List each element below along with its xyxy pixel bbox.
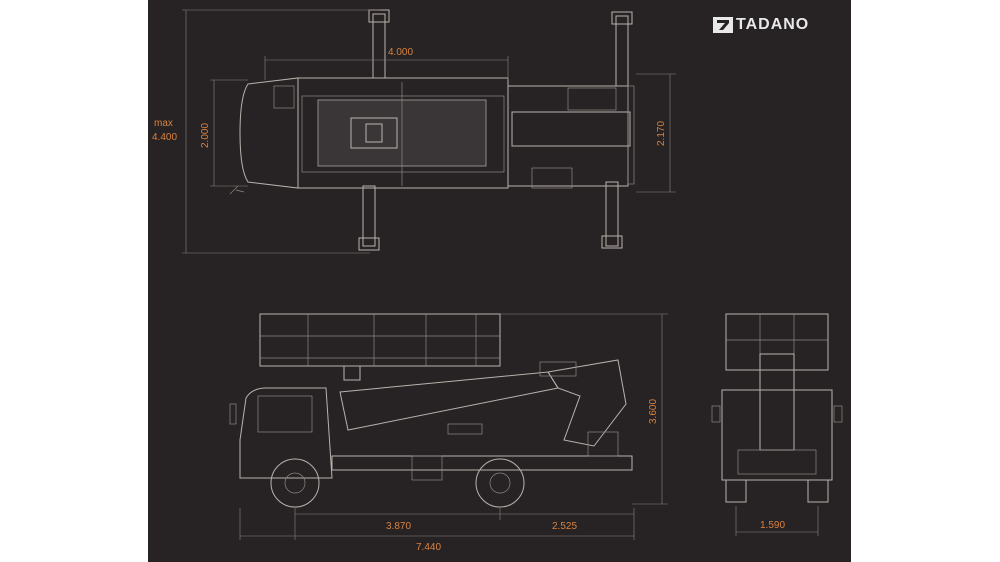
rear-mirror-right [833, 405, 843, 423]
outrigger-rear-bottom [605, 181, 619, 247]
rear-wheel-right [807, 479, 829, 503]
platform-mesh [301, 95, 505, 173]
hatch-door [365, 123, 383, 143]
rear-bumper [627, 85, 635, 185]
boom-head [539, 361, 577, 377]
dim-max-value: 4.400 [152, 132, 177, 143]
dim-side-rear: 2.525 [552, 521, 577, 532]
mirror [229, 185, 245, 195]
dim-side-height: 3.600 [648, 399, 659, 424]
boom [339, 371, 559, 431]
side-view-dimensions [239, 313, 668, 540]
front-wheel [270, 458, 320, 508]
chassis [331, 455, 633, 471]
basket [259, 313, 501, 367]
boom-arm [547, 359, 627, 447]
outrigger-front-bottom [362, 185, 376, 247]
dim-side-wheelbase: 3.870 [386, 521, 411, 532]
dim-side-total: 7.440 [416, 542, 441, 553]
hydraulic-cylinder [447, 423, 483, 435]
rear-wheel [475, 458, 525, 508]
brand-name: TADANO [736, 16, 810, 33]
tadano-mark-icon [713, 17, 733, 33]
dim-top-width-right: 2.170 [656, 121, 667, 146]
outrigger-pad [601, 235, 623, 249]
drawing-sheet: max 4.400 4.000 2.000 2.170 3.600 3.870 … [148, 0, 851, 562]
basket-support [343, 365, 361, 381]
boom-top [511, 111, 631, 147]
technical-drawing: max 4.400 4.000 2.000 2.170 3.600 3.870 … [152, 9, 843, 553]
outrigger-pad [358, 237, 380, 251]
rear-basket [725, 313, 829, 371]
outrigger-pad [368, 9, 390, 23]
dim-top-length: 4.000 [388, 47, 413, 58]
tadano-logo: TADANO [713, 16, 809, 34]
rear-mirror-left [711, 405, 721, 423]
outrigger-front-top [372, 13, 386, 79]
rear-bumper-panel [737, 449, 817, 475]
fuel-tank [411, 455, 443, 481]
rear-view-dimensions [735, 506, 819, 536]
step-box [567, 87, 617, 111]
hatch-frame [350, 117, 398, 149]
rear-view [711, 313, 843, 503]
rear-control [587, 431, 619, 457]
side-view [229, 313, 633, 508]
outrigger-rear-top [615, 15, 629, 87]
dim-rear-track: 1.590 [760, 520, 785, 531]
rear-boom [759, 353, 795, 451]
cab-top [239, 77, 299, 189]
cab-window [257, 395, 313, 433]
step-box [531, 167, 573, 189]
dim-top-width-left: 2.000 [200, 123, 211, 148]
dim-max-label: max [154, 118, 173, 129]
cab-side [239, 387, 333, 479]
rear-wheel-left [725, 479, 747, 503]
outrigger-pad [611, 11, 633, 25]
side-mirror [229, 403, 237, 425]
top-view [229, 9, 635, 251]
top-view-dimensions [182, 9, 676, 254]
rear-body-outline [721, 389, 833, 481]
cab-hatch [273, 85, 295, 109]
